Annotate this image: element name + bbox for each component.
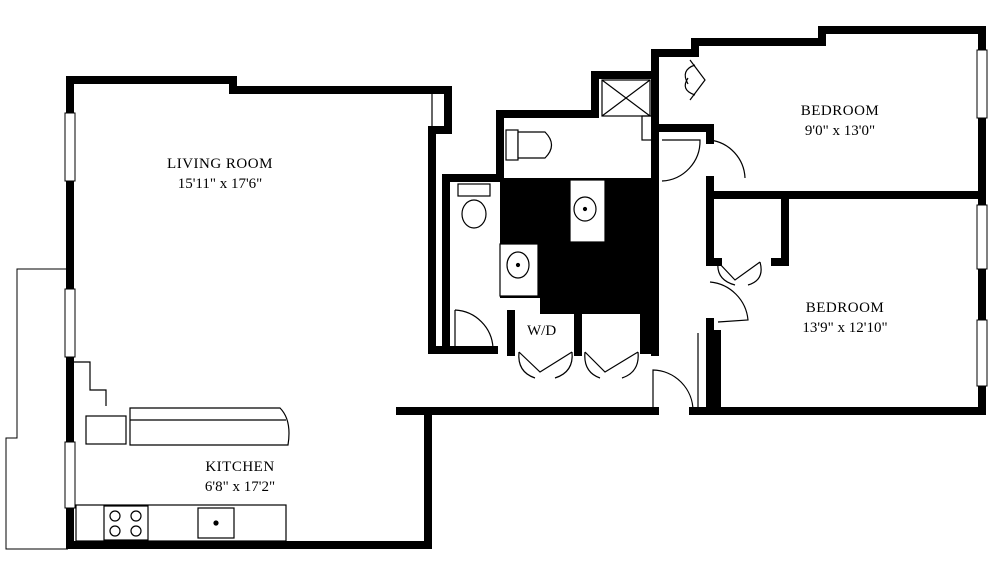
bedroom2-name: BEDROOM <box>805 300 885 316</box>
living-corner-steps <box>74 92 444 406</box>
laundry-label: W/D <box>527 323 557 339</box>
wall-living-kitchen <box>66 76 498 354</box>
window-bedroom1 <box>976 49 988 119</box>
stove-icon <box>103 505 149 541</box>
window-kitchen <box>64 441 76 509</box>
toilet-icon-2 <box>457 183 491 229</box>
wall-hall-right-mid <box>706 194 722 266</box>
door-bath-icon <box>454 309 494 350</box>
door-closet-icon <box>584 351 639 379</box>
door-laundry-icon <box>518 351 573 379</box>
bedroom2-dims: 13'9" x 12'10" <box>802 320 888 336</box>
door-bedroom2-icon <box>709 281 749 323</box>
door-bedroom1-icon <box>661 139 701 182</box>
kitchen-name: KITCHEN <box>205 459 275 475</box>
shower-stub <box>641 115 656 141</box>
kitchen-pantry <box>85 415 127 445</box>
doors <box>454 59 762 412</box>
kitchen-dims: 6'8" x 17'2" <box>204 479 276 495</box>
window-bedroom2-1 <box>976 204 988 270</box>
bedroom1-dims: 9'0" x 13'0" <box>804 123 876 139</box>
balcony-outline <box>5 268 68 550</box>
door-entry-icon <box>652 369 694 412</box>
kitchen-label: KITCHEN 6'8" x 17'2" <box>180 457 300 497</box>
window-living-2 <box>64 288 76 358</box>
living-room-name: LIVING ROOM <box>167 156 273 172</box>
bath-fixtures <box>499 179 606 297</box>
kitchen-island <box>129 407 290 446</box>
door-closet1-icon <box>684 59 706 101</box>
wall-hall-left <box>658 124 714 144</box>
bedroom1-label: BEDROOM 9'0" x 13'0" <box>775 101 905 141</box>
wall-hall-right-upper <box>706 176 986 199</box>
window-bedroom2-2 <box>976 319 988 387</box>
bedroom1-name: BEDROOM <box>800 103 880 119</box>
toilet-icon <box>505 129 553 161</box>
bedroom2-label: BEDROOM 13'9" x 12'10" <box>780 298 910 338</box>
kitchen-fixtures <box>75 407 290 542</box>
windows <box>64 49 988 509</box>
wall-bedroom2-closet <box>771 194 789 266</box>
shower-icon <box>601 79 651 117</box>
window-living-1 <box>64 112 76 182</box>
door-closet2-icon <box>717 261 762 286</box>
wall-bedroom1-top <box>651 26 986 199</box>
living-room-dims: 15'11" x 17'6" <box>177 176 263 192</box>
living-room-label: LIVING ROOM 15'11" x 17'6" <box>150 154 290 194</box>
